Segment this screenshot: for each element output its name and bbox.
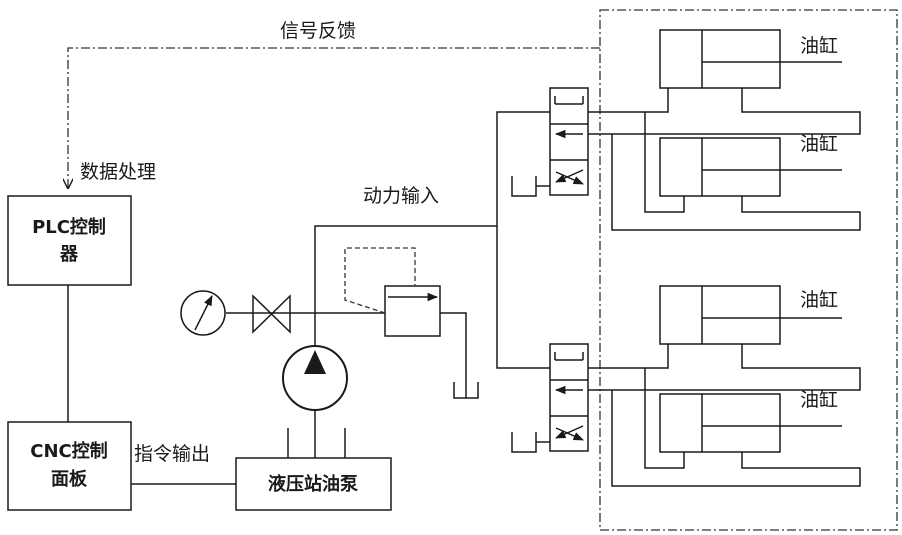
distribution-trunk-line xyxy=(496,111,550,369)
pressure-gauge-needle xyxy=(194,295,213,331)
cylinder-2-label: 油缸 xyxy=(800,133,838,155)
lower-return-pipe xyxy=(588,344,861,391)
pump-tank xyxy=(287,428,346,458)
pressure-gauge-icon xyxy=(180,290,226,336)
upper-parallel-pipe-b xyxy=(611,134,861,231)
cylinder-3-label: 油缸 xyxy=(800,289,838,311)
cylinder-1-label: 油缸 xyxy=(800,35,838,57)
relief-pilot-line xyxy=(344,247,416,314)
pump-station-label: 液压站油泵 xyxy=(268,473,358,495)
cylinder-4-label: 油缸 xyxy=(800,389,838,411)
lower-parallel-pipe-b xyxy=(611,390,861,487)
cnc-panel-label-line1: CNC控制 xyxy=(30,440,107,462)
plc-controller-label-line1: PLC控制 xyxy=(32,216,106,238)
hydraulic-cylinder-1 xyxy=(659,29,842,89)
relief-drain-tank-icon xyxy=(453,382,479,399)
hydraulic-cylinder-4 xyxy=(659,393,842,453)
upper-supply-pipe xyxy=(588,88,669,113)
lower-supply-pipe xyxy=(588,344,669,369)
directional-valve-upper xyxy=(549,87,589,196)
directional-valve-lower xyxy=(549,343,589,452)
upper-parallel-pipe-a xyxy=(644,112,685,213)
relief-valve-box xyxy=(384,285,441,337)
power-input-label: 动力输入 xyxy=(363,185,439,207)
hydraulic-cylinder-3 xyxy=(659,285,842,345)
signal-feedback-line xyxy=(68,47,600,188)
pump-station-box xyxy=(235,457,392,511)
shutoff-valve-icon xyxy=(252,294,291,334)
cnc-panel-box xyxy=(7,421,132,511)
lower-parallel-pipe-a xyxy=(644,368,685,469)
data-processing-label: 数据处理 xyxy=(80,161,156,183)
command-output-label: 指令输出 xyxy=(134,443,210,465)
hydraulic-cylinder-2 xyxy=(659,137,842,197)
upper-valve-drain-tank-icon xyxy=(511,176,537,197)
pump-triangle-icon xyxy=(304,350,326,374)
upper-return-pipe xyxy=(588,88,861,135)
signal-feedback-label: 信号反馈 xyxy=(280,20,356,42)
lower-valve-drain-tank-icon xyxy=(511,432,537,453)
relief-drain-line xyxy=(440,312,467,398)
cnc-panel-label-line2: 面板 xyxy=(51,468,88,490)
plc-controller-label-line2: 器 xyxy=(59,244,79,265)
cylinder-group-boundary xyxy=(599,9,898,531)
power-input-line xyxy=(314,225,497,346)
plc-controller-box xyxy=(7,195,132,286)
